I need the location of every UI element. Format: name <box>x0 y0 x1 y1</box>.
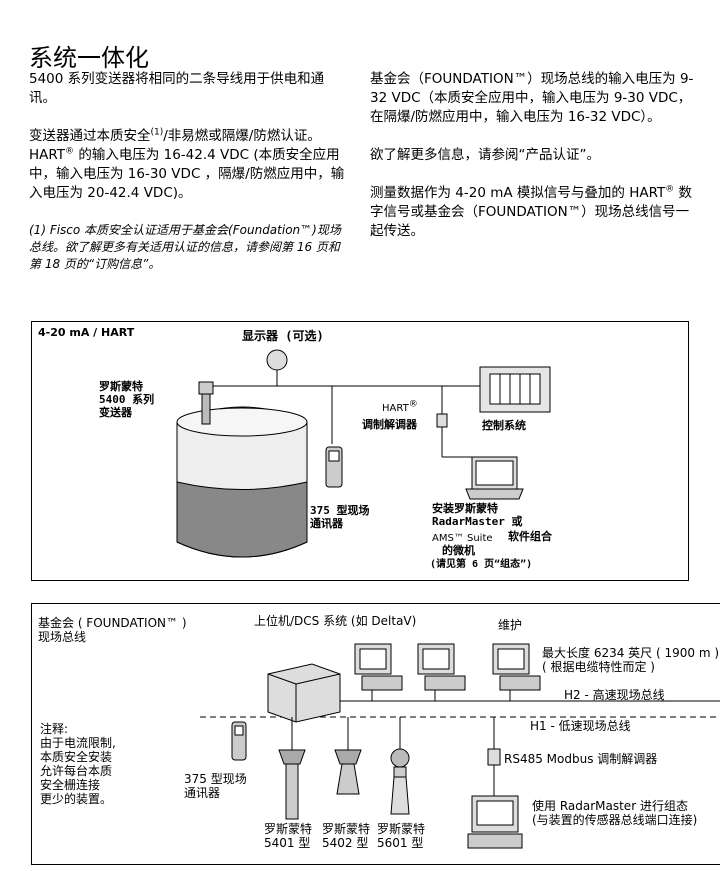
paragraph-measurement: 测量数据作为 4-20 mA 模拟信号与叠加的 HART® 数字信号或基金会（F… <box>370 184 693 239</box>
page-title: 系统一体化 <box>29 44 149 72</box>
modem-label: 调制解调器 <box>362 418 417 431</box>
diagram-header: 4-20 mA / HART <box>38 326 135 339</box>
display-icon <box>266 349 288 378</box>
model-5402-label: 罗斯蒙特 5402 型 <box>322 822 371 850</box>
control-system-label: 控制系统 <box>482 419 526 432</box>
communicator-label: 375 型现场 通讯器 <box>310 504 370 530</box>
ams-suite-label: 软件组合 <box>508 530 552 543</box>
fieldbus-header: 基金会 ( FOUNDATION™ ) 现场总线 <box>38 616 187 644</box>
fieldbus-diagram-graphics <box>200 643 720 849</box>
workstation-icon-2 <box>417 643 466 701</box>
ams-label: AMS™ Suite <box>432 533 493 544</box>
paragraph-wiring: 5400 系列变送器将相同的二条导线用于供电和通讯。 <box>29 71 325 106</box>
rs485-label: RS485 Modbus 调制解调器 <box>504 752 658 766</box>
hart-label: HART® <box>382 399 418 414</box>
model-5601-icon <box>390 748 410 815</box>
model-5401-icon <box>278 749 306 820</box>
field-communicator-icon <box>325 446 343 488</box>
config-reference: (请见第 6 页“组态”) <box>430 559 533 570</box>
footnote: (1) Fisco 本质安全认证适用于基金会(Foundation™)现场总线。… <box>29 223 341 271</box>
left-column: 5400 系列变送器将相同的二条导线用于供电和通讯。 变送器通过本质安全(1)/… <box>29 70 351 292</box>
laptop-icon <box>465 456 524 500</box>
h2-label: H2 - 高速现场总线 <box>564 688 665 702</box>
hart-diagram: 4-20 mA / HART 显示器 (可选) 罗斯蒙特 5400 系列 变送器… <box>31 321 689 581</box>
radarmaster-label: 使用 RadarMaster 进行组态 (与装置的传感器总线端口连接) <box>532 799 698 827</box>
communicator-label: 375 型现场 通讯器 <box>184 772 247 800</box>
workstation-icon-3 <box>492 643 541 701</box>
radarmaster-pc-icon <box>467 795 523 849</box>
tank-icon <box>176 406 308 558</box>
rs485-modem-icon <box>487 748 501 766</box>
display-label: 显示器 (可选) <box>242 329 324 343</box>
model-5401-label: 罗斯蒙特 5401 型 <box>264 822 313 850</box>
paragraph-hart-voltage: HART® 的输入电压为 16-42.4 VDC (本质安全应用中，输入电压为 … <box>29 146 345 201</box>
radar-transmitter-icon <box>198 381 214 425</box>
h1-label: H1 - 低速现场总线 <box>530 719 631 733</box>
paragraph-more-info: 欲了解更多信息，请参阅“产品认证”。 <box>370 147 600 163</box>
hart-modem-icon <box>436 413 448 428</box>
model-5601-label: 罗斯蒙特 5601 型 <box>377 822 426 850</box>
pc-label-2: 的微机 <box>442 544 475 557</box>
maintenance-label: 维护 <box>498 618 523 632</box>
dcs-cabinet-icon <box>267 663 341 723</box>
model-5402-icon <box>334 749 362 795</box>
field-communicator-icon <box>231 721 247 761</box>
note-label: 注释: 由于电流限制, 本质安全安装 允许每台本质 安全栅连接 更少的装置。 <box>40 722 116 806</box>
paragraph-foundation-voltage: 基金会（FOUNDATION™）现场总线的输入电压为 9-32 VDC（本质安全… <box>370 71 694 125</box>
workstation-icon-1 <box>354 643 403 701</box>
host-label: 上位机/DCS 系统 (如 DeltaV) <box>254 614 417 628</box>
hart-diagram-graphics <box>176 349 551 558</box>
paragraph-certification: 变送器通过本质安全(1)/非易燃或隔爆/防燃认证。 <box>29 127 321 144</box>
fieldbus-diagram: 基金会 ( FOUNDATION™ ) 现场总线 上位机/DCS 系统 (如 D… <box>31 603 720 865</box>
right-column: 基金会（FOUNDATION™）现场总线的输入电压为 9-32 VDC（本质安全… <box>370 70 700 260</box>
pc-label: 安装罗斯蒙特 RadarMaster 或 <box>432 502 523 528</box>
max-length-label: 最大长度 6234 英尺 ( 1900 m ) ( 根据电缆特性而定 ) <box>542 646 720 674</box>
transmitter-label: 罗斯蒙特 5400 系列 变送器 <box>99 380 155 419</box>
control-system-icon <box>479 366 551 413</box>
